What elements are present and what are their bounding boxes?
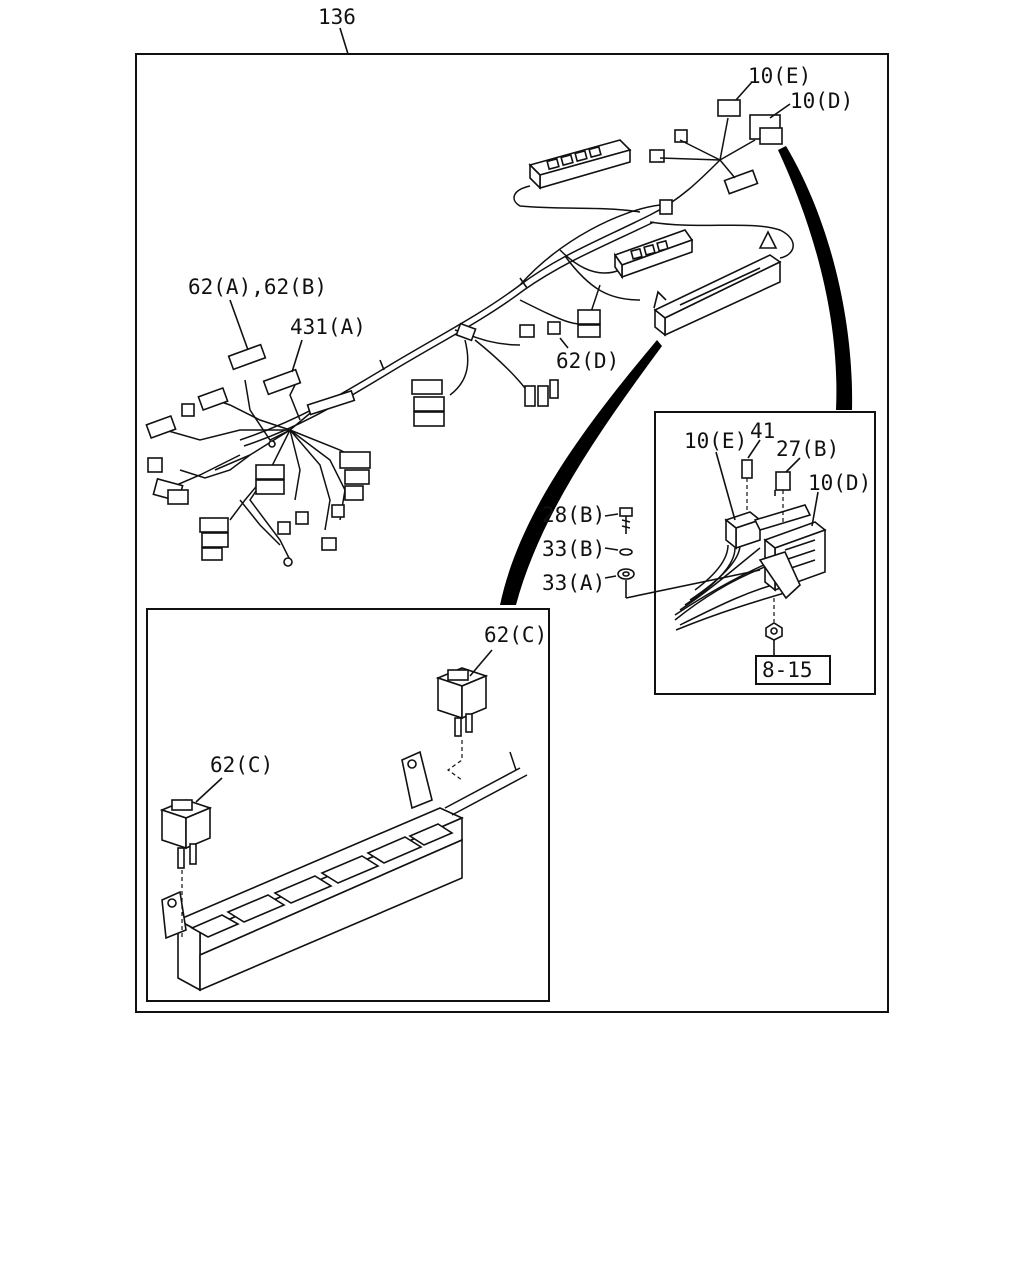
relay-box-mid: [613, 229, 694, 280]
detail-wedge-right: [778, 146, 853, 410]
relay-block-detail: [159, 649, 528, 992]
fuse-block-small: [653, 230, 782, 337]
fastener-stack: [604, 507, 761, 599]
detail-frame-relay-block: [146, 608, 550, 1002]
label-10d-top: 10(D): [790, 89, 853, 113]
label-27b: 27(B): [776, 437, 839, 461]
leader-62ab: [229, 299, 249, 351]
connector-detail: [674, 439, 827, 656]
label-62d: 62(D): [556, 349, 619, 373]
label-33b: 33(B): [542, 537, 605, 561]
label-10d-detail: 10(D): [808, 471, 871, 495]
label-8-15: 8-15: [762, 658, 813, 682]
label-10e-top: 10(E): [748, 64, 811, 88]
label-136: 136: [318, 5, 356, 29]
main-frame: [135, 53, 889, 1013]
harness-431a: [164, 159, 794, 561]
label-10e-detail: 10(E): [684, 429, 747, 453]
label-41: 41: [750, 419, 775, 443]
label-28b: 28(B): [542, 503, 605, 527]
label-62ab: 62(A),62(B): [188, 275, 327, 299]
label-62c-left: 62(C): [210, 753, 273, 777]
detail-wedge-left: [500, 340, 662, 605]
harness-connectors: [145, 99, 783, 567]
ref-8-15-box: [755, 655, 831, 685]
detail-frame-connectors: [654, 411, 876, 695]
label-33a: 33(A): [542, 571, 605, 595]
label-62c-top: 62(C): [484, 623, 547, 647]
relay-box-top: [528, 139, 632, 190]
label-431a: 431(A): [290, 315, 366, 339]
assembly-leader: [339, 27, 349, 55]
